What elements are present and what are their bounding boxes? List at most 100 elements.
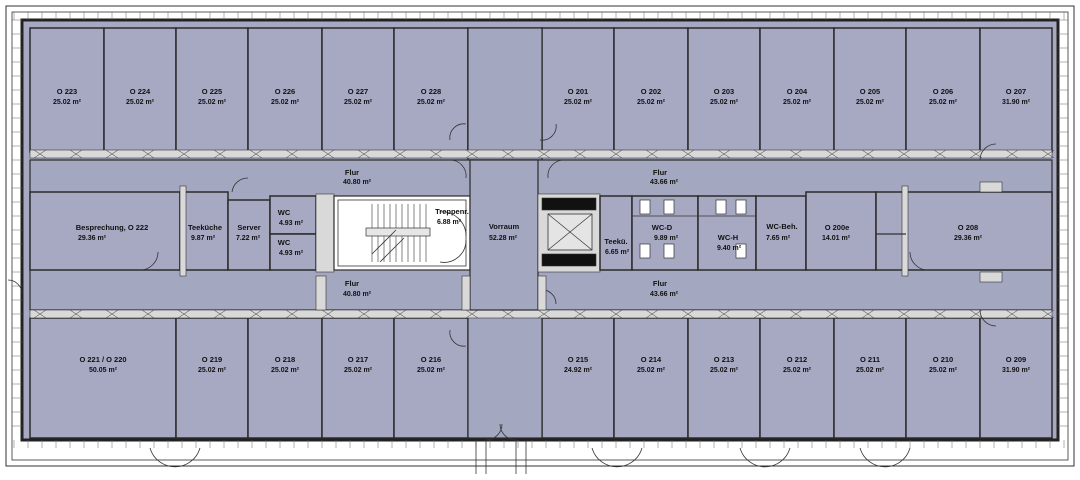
office-room-top (613, 27, 689, 153)
o200e-room (805, 191, 877, 271)
room-name: O 219 (202, 355, 222, 364)
office-room-top (687, 27, 761, 153)
flur-right-bottom-label: Flur (653, 279, 667, 288)
room-area: 25.02 m² (271, 99, 300, 106)
room-name: O 206 (933, 87, 953, 96)
office-room-top (29, 27, 105, 153)
vorraum-room (469, 159, 539, 311)
office-room-bottom (29, 317, 177, 439)
room-name: O 224 (130, 87, 151, 96)
besprechung-area: 29.36 m² (78, 235, 107, 242)
wc-d-label: WC-D (652, 223, 673, 232)
room-name: O 209 (1006, 355, 1026, 364)
room-area: 31.90 m² (1002, 367, 1031, 374)
wc-beh-area: 7.65 m² (766, 235, 791, 242)
wc-fixtures (632, 199, 756, 259)
room-area: 25.02 m² (198, 99, 227, 106)
office-room-bottom (759, 317, 835, 439)
room-name: O 207 (1006, 87, 1026, 96)
room-area: 25.02 m² (126, 99, 155, 106)
room-name: O 217 (348, 355, 368, 364)
vorraum-area: 52.28 m² (489, 235, 518, 242)
room-area: 50.05 m² (89, 367, 118, 374)
wc-beh-label: WC-Beh. (766, 222, 797, 231)
room-area: 25.02 m² (53, 99, 82, 106)
room-area: 25.02 m² (929, 367, 958, 374)
office-room-bottom (393, 317, 469, 439)
office-room-top (175, 27, 249, 153)
server-label: Server (237, 223, 260, 232)
room-area: 25.02 m² (344, 367, 373, 374)
wc-bottom-room (269, 233, 317, 271)
room-name: O 218 (275, 355, 295, 364)
flur-left-top-label: Flur (345, 168, 359, 177)
room-name: O 227 (348, 87, 368, 96)
room-name: O 210 (933, 355, 953, 364)
teekueche-right-area: 6.65 m² (605, 249, 630, 256)
office-room-bottom (541, 317, 615, 439)
teekueche-left-area: 9.87 m² (191, 235, 216, 242)
room-area: 25.02 m² (783, 367, 812, 374)
room-name: O 215 (568, 355, 588, 364)
vorraum-label: Vorraum (489, 222, 520, 231)
room-area: 25.02 m² (637, 367, 666, 374)
office-room-top (103, 27, 177, 153)
room-area: 25.02 m² (929, 99, 958, 106)
office-room-bottom (247, 317, 323, 439)
room-name: O 228 (421, 87, 441, 96)
office-room-top (979, 27, 1053, 153)
treppenraum-area: 6.88 m² (437, 219, 462, 226)
side-walls (179, 181, 1003, 311)
room-name: O 212 (787, 355, 807, 364)
wc-top-label: WC (278, 208, 291, 217)
room-name: O 205 (860, 87, 880, 96)
flur-right-top-area: 43.66 m² (650, 179, 679, 186)
treppenraum-label: Treppenr. (435, 207, 469, 216)
server-area: 7.22 m² (236, 235, 261, 242)
besprechung-label: Besprechung, O 222 (76, 223, 149, 232)
teekueche-left-label: Teeküche (188, 223, 222, 232)
teekueche-right-room (599, 195, 633, 271)
room-area: 31.90 m² (1002, 99, 1031, 106)
room-area: 25.02 m² (417, 99, 446, 106)
wc-d-area: 9.89 m² (654, 235, 679, 242)
o208-label: O 208 (958, 223, 978, 232)
wc-bottom-area: 4.93 m² (279, 250, 304, 257)
office-room-bottom (613, 317, 689, 439)
room-area: 25.02 m² (637, 99, 666, 106)
room-area: 25.02 m² (564, 99, 593, 106)
room-area: 25.02 m² (710, 99, 739, 106)
office-room-bottom (905, 317, 981, 439)
door-swings (7, 123, 997, 474)
room-name: O 226 (275, 87, 295, 96)
teekueche-left-room (179, 191, 229, 271)
lift-details (541, 197, 597, 267)
office-room-bottom (979, 317, 1053, 439)
room-labels: Besprechung, O 222 29.36 m² Teeküche 9.8… (76, 168, 983, 298)
stair-block (315, 193, 335, 273)
room-name: O 216 (421, 355, 441, 364)
office-room-top (247, 27, 323, 153)
wc-bottom-label: WC (278, 238, 291, 247)
office-room-top (833, 27, 907, 153)
office-room-top (321, 27, 395, 153)
vorraum-north (467, 27, 543, 161)
office-room-bottom (687, 317, 761, 439)
room-name: O 204 (787, 87, 808, 96)
wc-beh-room (755, 195, 807, 271)
room-name: O 213 (714, 355, 734, 364)
room-name: O 221 / O 220 (79, 355, 126, 364)
flur-left-bottom-area: 40.80 m² (343, 291, 372, 298)
besprechung-room (29, 191, 181, 271)
office-room-top (541, 27, 615, 153)
o208-area: 29.36 m² (954, 235, 983, 242)
office-room-top (905, 27, 981, 153)
room-area: 25.02 m² (856, 367, 885, 374)
room-area: 24.92 m² (564, 367, 593, 374)
room-area: 25.02 m² (856, 99, 885, 106)
room-area: 25.02 m² (344, 99, 373, 106)
office-room-bottom (175, 317, 249, 439)
office-room-top (759, 27, 835, 153)
office-room-bottom (833, 317, 907, 439)
room-area: 25.02 m² (710, 367, 739, 374)
